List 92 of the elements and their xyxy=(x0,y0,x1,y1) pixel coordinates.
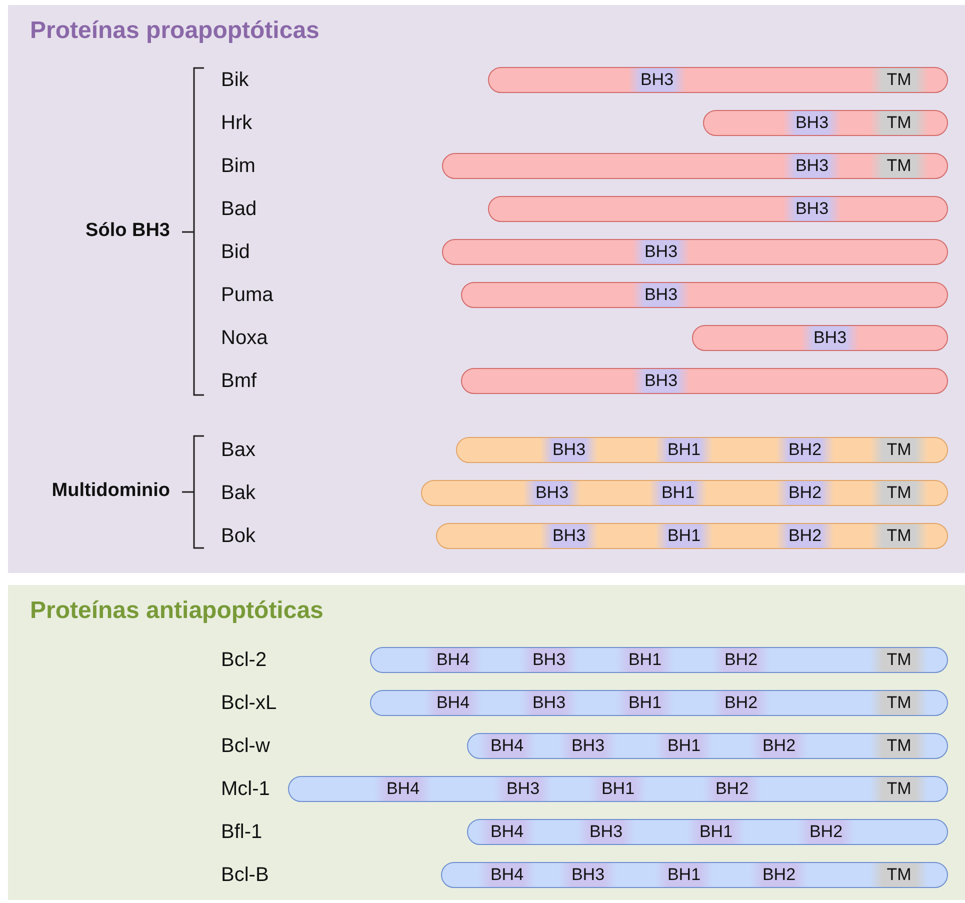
protein-bar xyxy=(441,862,948,888)
domain-segment: BH4 xyxy=(478,863,536,887)
protein-name: Bik xyxy=(221,68,249,93)
protein-name: Hrk xyxy=(221,111,252,136)
group-label: Multidominio xyxy=(52,480,170,502)
domain-segment: BH2 xyxy=(750,734,808,758)
domain-segment: BH1 xyxy=(616,691,674,715)
protein-bar xyxy=(442,153,948,179)
protein-name: Bid xyxy=(221,240,250,265)
protein-name: Mcl-1 xyxy=(221,777,270,802)
domain-segment: BH1 xyxy=(655,438,713,462)
domain-segment: BH2 xyxy=(776,524,834,548)
domain-segment: BH4 xyxy=(424,648,482,672)
panel-background xyxy=(8,585,965,900)
domain-segment: BH2 xyxy=(797,820,855,844)
protein-bar xyxy=(467,733,948,759)
protein-bar xyxy=(288,776,948,802)
protein-bar xyxy=(442,239,948,265)
domain-segment: TM xyxy=(870,777,928,801)
domain-segment: BH2 xyxy=(712,648,770,672)
domain-segment: TM xyxy=(870,524,928,548)
domain-segment: BH3 xyxy=(540,524,598,548)
protein-name: Bcl-w xyxy=(221,734,270,759)
domain-segment: TM xyxy=(870,154,928,178)
protein-name: Bfl-1 xyxy=(221,820,262,845)
domain-segment: BH3 xyxy=(520,648,578,672)
domain-segment: BH3 xyxy=(540,438,598,462)
protein-bar xyxy=(461,368,948,394)
domain-segment: BH2 xyxy=(750,863,808,887)
protein-bar xyxy=(370,690,948,716)
domain-segment: BH3 xyxy=(559,863,617,887)
domain-segment: BH3 xyxy=(632,283,690,307)
protein-name: Bmf xyxy=(221,369,257,394)
domain-segment: BH1 xyxy=(655,524,713,548)
domain-segment: BH3 xyxy=(577,820,635,844)
protein-bar xyxy=(421,480,948,506)
domain-segment: BH3 xyxy=(801,326,859,350)
domain-segment: TM xyxy=(870,691,928,715)
protein-bar xyxy=(370,647,948,673)
domain-segment: TM xyxy=(870,481,928,505)
domain-segment: BH3 xyxy=(494,777,552,801)
protein-bar xyxy=(461,282,948,308)
protein-bar xyxy=(467,819,948,845)
protein-name: Puma xyxy=(221,283,274,308)
protein-name: Bcl-B xyxy=(221,863,269,888)
domain-segment: BH3 xyxy=(632,369,690,393)
protein-bar xyxy=(488,67,948,93)
protein-name: Bok xyxy=(221,524,256,549)
domain-segment: BH3 xyxy=(783,197,841,221)
domain-segment: BH4 xyxy=(424,691,482,715)
panel-title: Proteínas antiapoptóticas xyxy=(30,597,324,625)
domain-segment: BH3 xyxy=(783,154,841,178)
protein-name: Bcl-2 xyxy=(221,648,267,673)
domain-segment: TM xyxy=(870,68,928,92)
protein-name: Bim xyxy=(221,154,256,179)
protein-name: Bax xyxy=(221,438,256,463)
domain-segment: BH2 xyxy=(776,438,834,462)
domain-segment: BH3 xyxy=(632,240,690,264)
protein-bar xyxy=(703,110,948,136)
domain-segment: TM xyxy=(870,734,928,758)
panel-background xyxy=(8,5,965,573)
protein-bar xyxy=(436,523,948,549)
domain-segment: TM xyxy=(870,863,928,887)
domain-segment: BH1 xyxy=(655,863,713,887)
protein-bar xyxy=(456,437,948,463)
domain-segment: BH2 xyxy=(703,777,761,801)
domain-segment: BH4 xyxy=(478,820,536,844)
domain-segment: BH1 xyxy=(687,820,745,844)
domain-segment: BH3 xyxy=(523,481,581,505)
protein-bar xyxy=(488,196,948,222)
domain-segment: TM xyxy=(870,648,928,672)
domain-segment: BH2 xyxy=(712,691,770,715)
domain-segment: BH2 xyxy=(776,481,834,505)
protein-bar xyxy=(692,325,948,351)
panel-title: Proteínas proapoptóticas xyxy=(30,17,320,45)
protein-name: Noxa xyxy=(221,326,268,351)
domain-segment: BH1 xyxy=(589,777,647,801)
domain-segment: BH1 xyxy=(655,734,713,758)
domain-segment: BH3 xyxy=(783,111,841,135)
domain-segment: BH3 xyxy=(628,68,686,92)
protein-name: Bcl-xL xyxy=(221,691,277,716)
domain-segment: BH4 xyxy=(478,734,536,758)
domain-segment: BH3 xyxy=(559,734,617,758)
domain-segment: TM xyxy=(870,111,928,135)
protein-name: Bak xyxy=(221,481,256,506)
domain-segment: TM xyxy=(870,438,928,462)
protein-name: Bad xyxy=(221,197,257,222)
domain-segment: BH1 xyxy=(616,648,674,672)
group-label: Sólo BH3 xyxy=(86,220,170,242)
domain-segment: BH1 xyxy=(649,481,707,505)
domain-segment: BH4 xyxy=(374,777,432,801)
domain-segment: BH3 xyxy=(520,691,578,715)
